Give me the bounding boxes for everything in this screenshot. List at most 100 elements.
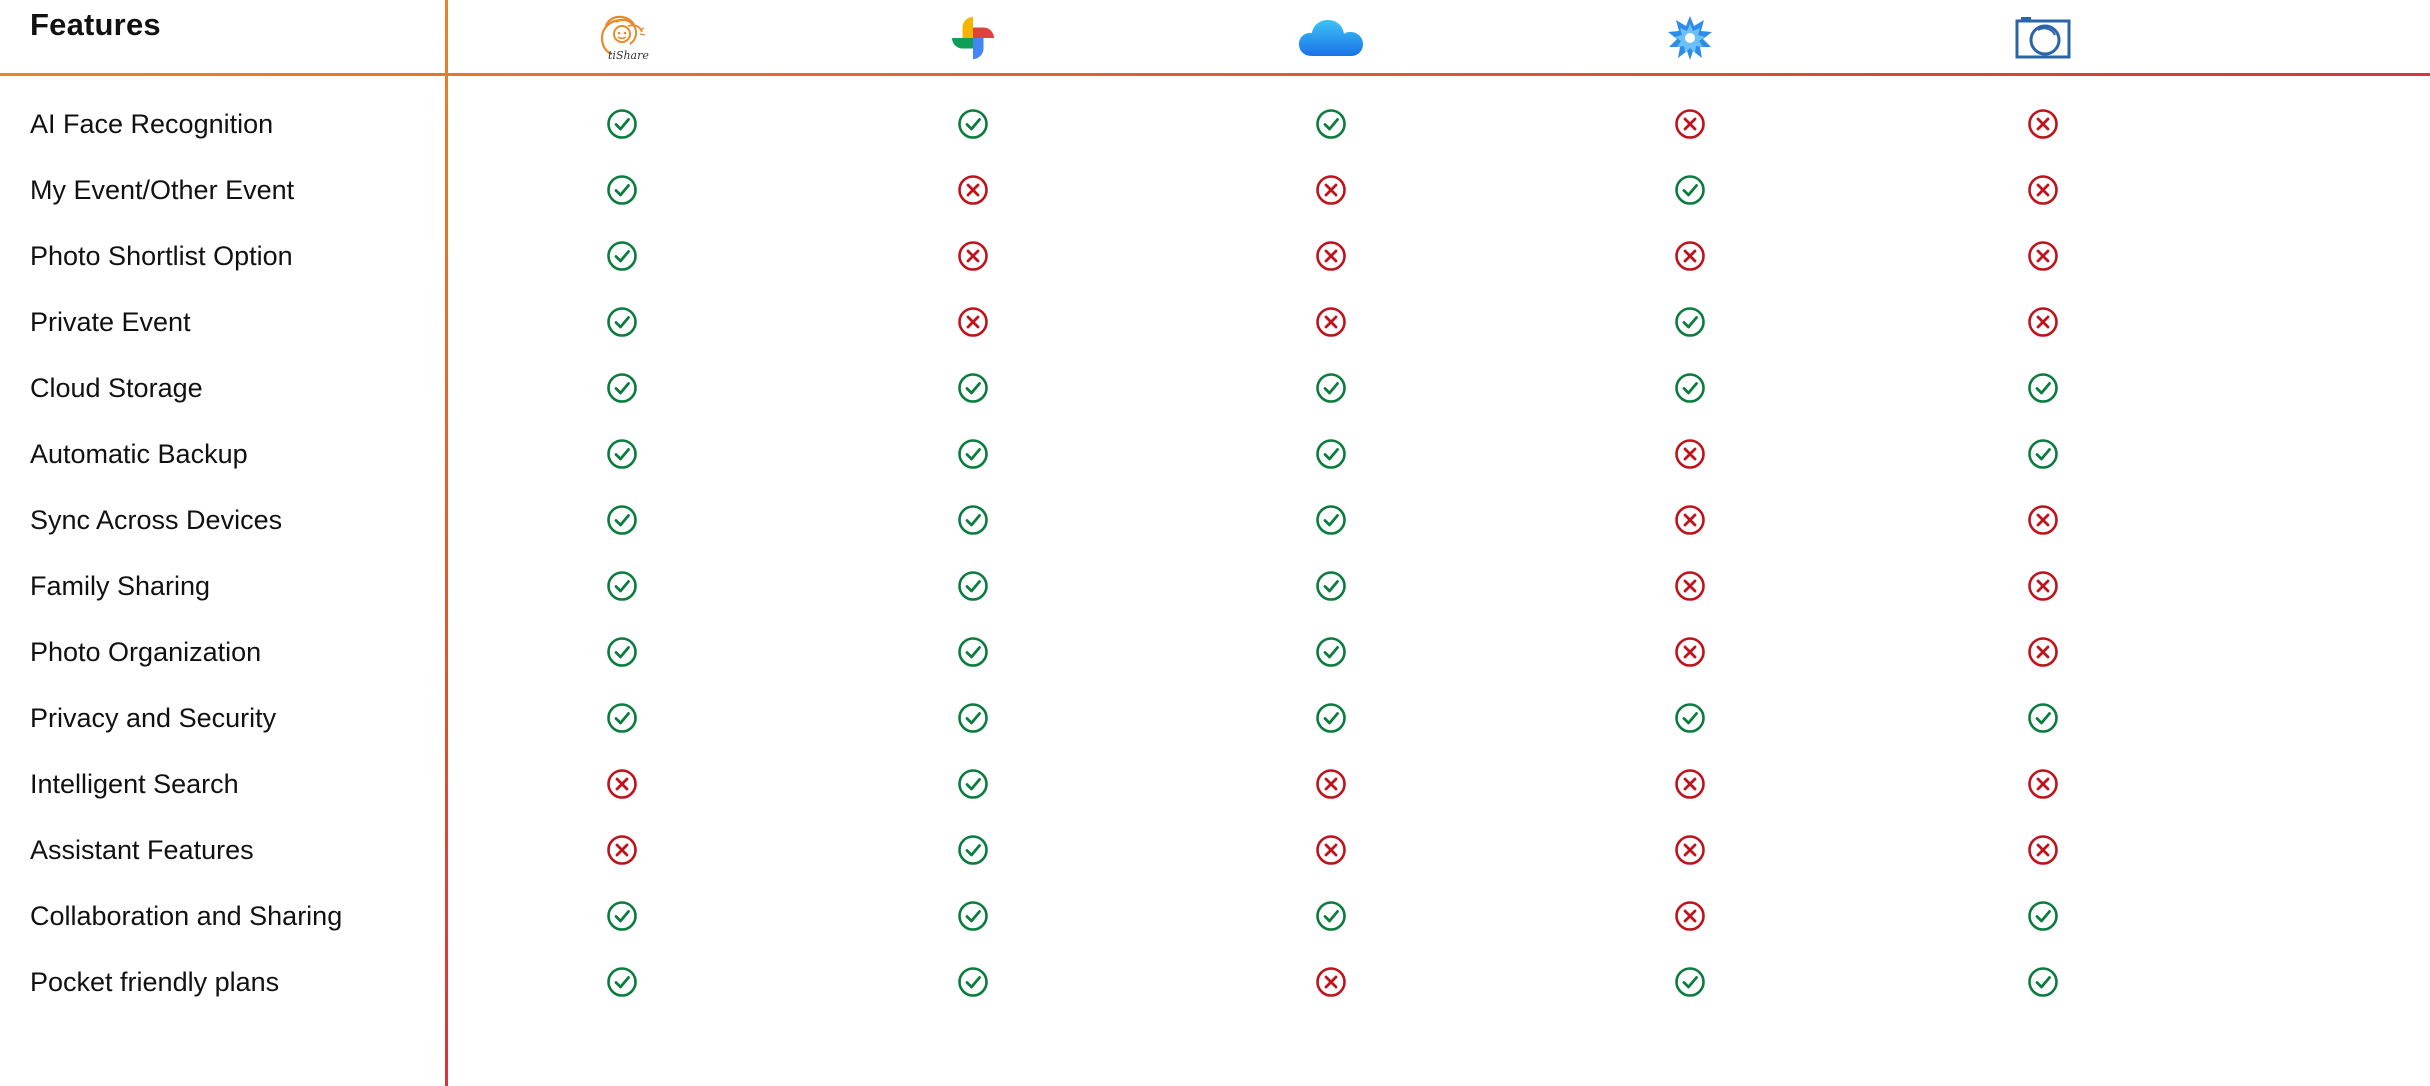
table-row: Automatic Backup <box>0 421 2430 487</box>
cross-circle-icon <box>2027 108 2059 140</box>
check-circle-icon <box>606 240 638 272</box>
cross-circle-icon <box>2027 636 2059 668</box>
cross-circle-icon <box>1315 834 1347 866</box>
check-circle-icon <box>957 636 989 668</box>
cross-circle-icon <box>957 174 989 206</box>
cross-circle-icon <box>2027 240 2059 272</box>
table-row: Family Sharing <box>0 553 2430 619</box>
feature-label: Automatic Backup <box>30 439 248 469</box>
feature-label: Intelligent Search <box>30 769 239 799</box>
cross-circle-icon <box>1674 438 1706 470</box>
check-circle-icon <box>606 108 638 140</box>
table-row: Sync Across Devices <box>0 487 2430 553</box>
cross-circle-icon <box>1674 834 1706 866</box>
check-circle-icon <box>606 372 638 404</box>
check-circle-icon <box>957 438 989 470</box>
table-row: Photo Organization <box>0 619 2430 685</box>
check-circle-icon <box>1315 570 1347 602</box>
check-circle-icon <box>1315 702 1347 734</box>
check-circle-icon <box>957 504 989 536</box>
check-circle-icon <box>1315 900 1347 932</box>
header-divider <box>0 73 2430 76</box>
google-photos-pinwheel-icon <box>933 8 1013 68</box>
check-circle-icon <box>1315 438 1347 470</box>
cross-circle-icon <box>2027 768 2059 800</box>
check-circle-icon <box>1674 306 1706 338</box>
check-circle-icon <box>1674 372 1706 404</box>
table-row: Intelligent Search <box>0 751 2430 817</box>
cross-circle-icon <box>1315 768 1347 800</box>
feature-label: Assistant Features <box>30 835 254 865</box>
cross-circle-icon <box>957 240 989 272</box>
check-circle-icon <box>606 570 638 602</box>
check-circle-icon <box>606 900 638 932</box>
feature-label: Family Sharing <box>30 571 211 601</box>
table-row: Assistant Features <box>0 817 2430 883</box>
check-circle-icon <box>957 108 989 140</box>
cross-circle-icon <box>1674 900 1706 932</box>
cross-circle-icon <box>1674 570 1706 602</box>
check-circle-icon <box>1315 636 1347 668</box>
cross-circle-icon <box>2027 306 2059 338</box>
cross-circle-icon <box>606 834 638 866</box>
table-row: Privacy and Security <box>0 685 2430 751</box>
feature-label: My Event/Other Event <box>30 175 295 205</box>
feature-label: Photo Organization <box>30 637 262 667</box>
check-circle-icon <box>606 966 638 998</box>
check-circle-icon <box>2027 438 2059 470</box>
table-row: Private Event <box>0 289 2430 355</box>
check-circle-icon <box>1315 108 1347 140</box>
check-circle-icon <box>1315 372 1347 404</box>
check-circle-icon <box>606 306 638 338</box>
cross-circle-icon <box>1315 174 1347 206</box>
feature-label: Privacy and Security <box>30 703 277 733</box>
table-row: Collaboration and Sharing <box>0 883 2430 949</box>
check-circle-icon <box>606 438 638 470</box>
column-divider <box>445 0 448 1086</box>
check-circle-icon <box>2027 900 2059 932</box>
check-circle-icon <box>606 504 638 536</box>
table-row: My Event/Other Event <box>0 157 2430 223</box>
table-row: Pocket friendly plans <box>0 949 2430 1015</box>
feature-label: Cloud Storage <box>30 373 203 403</box>
check-circle-icon <box>606 174 638 206</box>
cross-circle-icon <box>2027 504 2059 536</box>
cross-circle-icon <box>2027 834 2059 866</box>
table-row: AI Face Recognition <box>0 91 2430 157</box>
check-circle-icon <box>957 702 989 734</box>
check-circle-icon <box>957 966 989 998</box>
check-circle-icon <box>957 372 989 404</box>
check-circle-icon <box>2027 372 2059 404</box>
cross-circle-icon <box>1315 240 1347 272</box>
tishare-logo-icon: tiShare <box>582 8 662 68</box>
feature-label: Collaboration and Sharing <box>30 901 343 931</box>
svg-text:tiShare: tiShare <box>608 49 649 62</box>
check-circle-icon <box>1674 966 1706 998</box>
check-circle-icon <box>1674 174 1706 206</box>
cross-circle-icon <box>1315 306 1347 338</box>
table-row: Photo Shortlist Option <box>0 223 2430 289</box>
feature-label: Pocket friendly plans <box>30 967 280 997</box>
check-circle-icon <box>2027 966 2059 998</box>
blue-star-burst-icon <box>1650 8 1730 68</box>
cross-circle-icon <box>1674 636 1706 668</box>
check-circle-icon <box>957 570 989 602</box>
cross-circle-icon <box>1674 240 1706 272</box>
check-circle-icon <box>606 636 638 668</box>
check-circle-icon <box>957 834 989 866</box>
feature-label: Sync Across Devices <box>30 505 283 535</box>
features-title: Features <box>30 7 161 42</box>
feature-label: Private Event <box>30 307 191 337</box>
cross-circle-icon <box>1315 966 1347 998</box>
cross-circle-icon <box>2027 570 2059 602</box>
cross-circle-icon <box>957 306 989 338</box>
check-circle-icon <box>1315 504 1347 536</box>
check-circle-icon <box>957 768 989 800</box>
cross-circle-icon <box>2027 174 2059 206</box>
cross-circle-icon <box>606 768 638 800</box>
check-circle-icon <box>957 900 989 932</box>
check-circle-icon <box>606 702 638 734</box>
check-circle-icon <box>2027 702 2059 734</box>
feature-label: AI Face Recognition <box>30 109 274 139</box>
camera-outline-icon <box>2003 8 2083 68</box>
